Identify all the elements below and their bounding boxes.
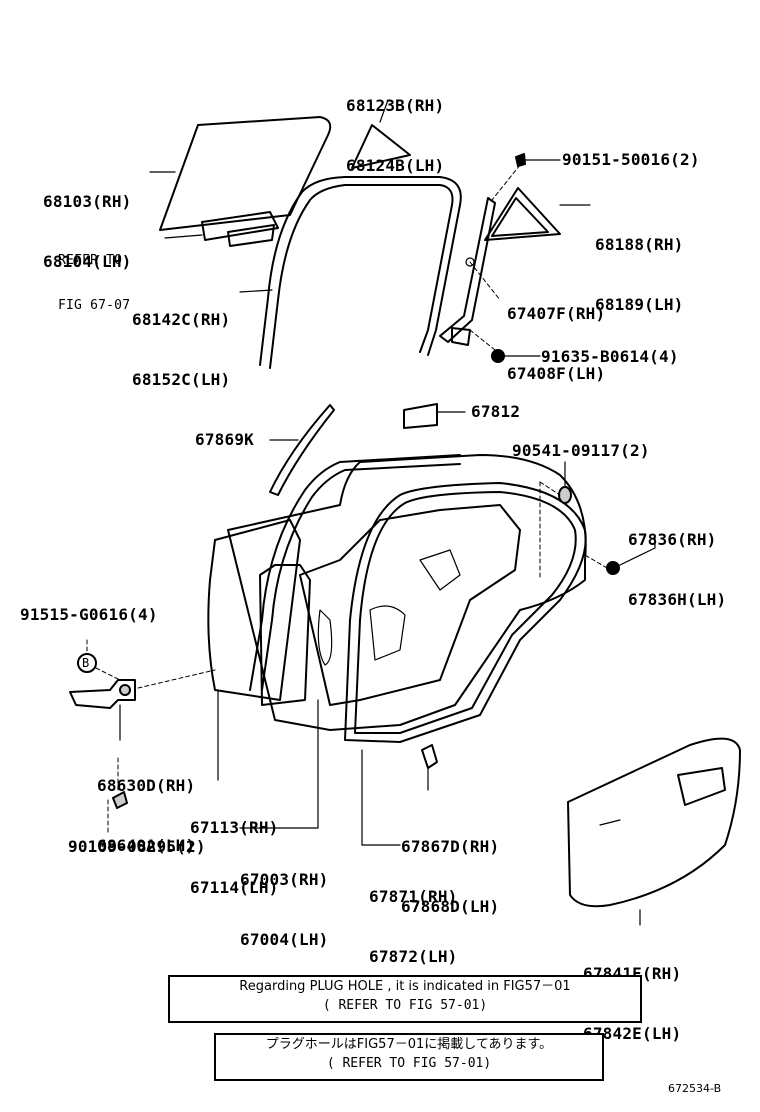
part-number-lh: 68104(LH) — [43, 252, 132, 271]
label-67113: 67113(RH) 67114(LH) — [190, 778, 279, 918]
label-67003: 67003(RH) 67004(LH) — [240, 830, 329, 970]
part-number-lh: 67114(LH) — [190, 878, 279, 897]
clip-67836-drawing — [584, 536, 656, 575]
part-number-lh: 68640A(LH) — [97, 836, 196, 855]
label-90151: 90151-50016(2) — [562, 150, 700, 169]
leader-lines — [217, 689, 401, 846]
marker-b: B — [82, 656, 90, 670]
label-68188: 68188(RH) 68189(LH) — [595, 195, 684, 335]
part-number-lh: 68124B(LH) — [346, 156, 445, 175]
label-67867: 67867D(RH) 67868D(LH) — [401, 797, 499, 937]
figure-id: 672534-B — [668, 1082, 722, 1095]
part-number-rh: 68630D(RH) — [97, 776, 196, 795]
label-67869: 67869K — [195, 430, 254, 449]
division-bar-drawing — [439, 197, 496, 346]
label-67812: 67812 — [471, 402, 521, 421]
label-67836: 67836(RH) 67836H(LH) — [628, 490, 726, 630]
part-number-rh: 67113(RH) — [190, 818, 279, 837]
part-number-rh: 67836(RH) — [628, 530, 717, 549]
part-number-lh: 67868D(LH) — [401, 897, 500, 916]
bolt-90109-drawing — [107, 754, 128, 833]
trim-board-drawing — [567, 737, 741, 926]
refer-fig: FIG 67-07 — [58, 298, 131, 313]
part-number-rh: 67407F(RH) — [507, 304, 606, 323]
part-number-rh: 68142C(RH) — [132, 310, 231, 329]
label-refer-fig-67-07: REFER TO FIG 67-07 — [58, 223, 130, 328]
label-91635: 91635-B0614(4) — [541, 347, 679, 366]
door-panel-drawing — [207, 454, 587, 731]
part-number-rh: 67871(RH) — [369, 887, 458, 906]
note-line-2: ( REFER TO FIG 57-01) — [322, 998, 488, 1013]
label-90541: 90541-09117(2) — [512, 441, 650, 460]
part-number-lh: 68189(LH) — [595, 295, 684, 314]
clip-90541-drawing — [539, 461, 572, 581]
screw-91635-drawing — [469, 261, 541, 363]
part-number-rh: 68188(RH) — [595, 235, 684, 254]
note-line-2: ( REFER TO FIG 57-01) — [326, 1056, 492, 1071]
strip-67869-drawing — [269, 404, 335, 496]
weatherstrip-drawing — [344, 482, 587, 743]
label-67407: 67407F(RH) 67408F(LH) — [507, 264, 605, 404]
refer-text: REFER TO — [58, 253, 123, 268]
clip-67867-drawing — [421, 744, 438, 791]
bolt-marker-drawing — [77, 639, 121, 681]
part-number-rh: 67867D(RH) — [401, 837, 500, 856]
screw-90151-drawing — [491, 153, 561, 201]
part-number-lh: 67842E(LH) — [583, 1024, 682, 1043]
label-91515: 91515-G0616(4) — [20, 605, 158, 624]
label-67871: 67871(RH) 67872(LH) — [369, 847, 458, 987]
hinge-drawing — [69, 669, 216, 741]
door-glass-drawing — [149, 116, 332, 231]
part-number-rh: 68123B(RH) — [346, 96, 445, 115]
part-number-lh: 67408F(LH) — [507, 364, 606, 383]
quarter-window-drawing — [484, 187, 591, 241]
note-line-1: プラグホールはFIG57－01に掲載してあります。 — [265, 1037, 553, 1052]
part-number-lh: 67836H(LH) — [628, 590, 727, 609]
label-90109: 90109-08295(2) — [68, 837, 206, 856]
outer-frame-drawing — [249, 454, 461, 691]
pad-67812-drawing — [403, 403, 466, 429]
label-68123: 68123B(RH) 68124B(LH) — [346, 56, 444, 196]
part-number-lh: 67004(LH) — [240, 930, 329, 949]
label-68630: 68630D(RH) 68640A(LH) — [97, 736, 195, 876]
plug-hole-note-jp: プラグホールはFIG57－01に掲載してあります。 ( REFER TO FIG… — [214, 1033, 604, 1081]
note-line-1: Regarding PLUG HOLE , it is indicated in… — [239, 979, 571, 994]
glass-channel-drawing — [164, 211, 279, 247]
label-68103: 68103(RH) 68104(LH) — [43, 152, 132, 292]
part-number-lh: 67872(LH) — [369, 947, 458, 966]
run-channel-drawing — [239, 176, 462, 369]
label-68142: 68142C(RH) 68152C(LH) — [132, 270, 230, 410]
quarter-glass-drawing — [351, 99, 411, 169]
part-number-rh: 67003(RH) — [240, 870, 329, 889]
part-number-rh: 68103(RH) — [43, 192, 132, 211]
part-number-lh: 68152C(LH) — [132, 370, 231, 389]
plug-hole-note-en: Regarding PLUG HOLE , it is indicated in… — [168, 975, 642, 1023]
